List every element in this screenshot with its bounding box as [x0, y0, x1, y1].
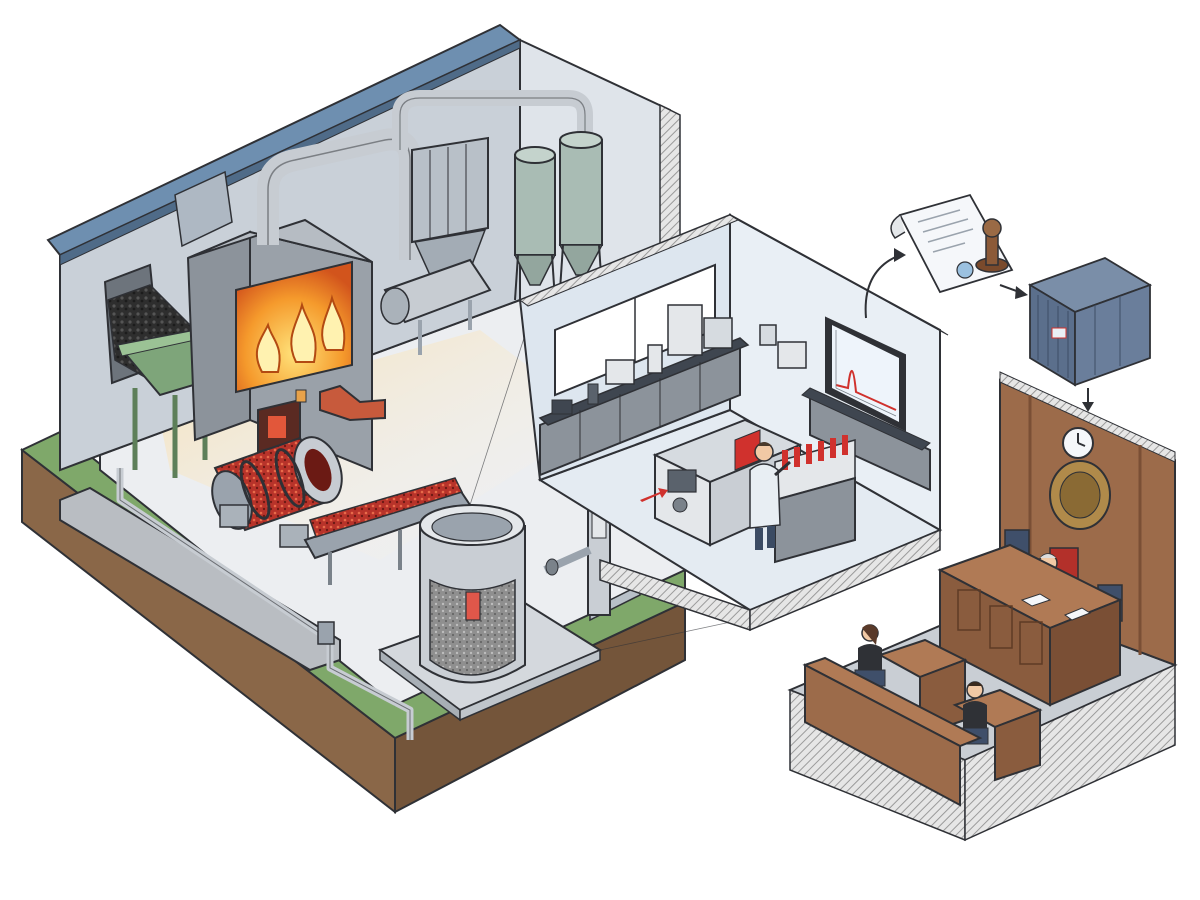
flame-icon	[256, 294, 346, 373]
ash-quench-tank	[377, 504, 603, 722]
baghouse-filter	[411, 136, 489, 244]
sample-arrow	[640, 488, 668, 502]
instrument-tower	[667, 304, 703, 356]
certification-and-export	[864, 193, 1153, 412]
court-seal-icon	[1049, 460, 1111, 530]
chromatogram-monitor	[825, 316, 906, 432]
drain-valve	[317, 621, 335, 645]
leader-line-1	[469, 334, 526, 506]
laptop	[551, 399, 573, 415]
underground-channel	[59, 486, 341, 672]
ash-outlet-pipe	[319, 384, 386, 422]
roof-vent-block	[174, 170, 233, 248]
rotary-kiln	[211, 436, 343, 548]
silo-left	[513, 146, 557, 301]
lab-base-front-right	[749, 528, 941, 632]
analyzer-small	[605, 359, 635, 385]
lab-technician	[749, 442, 791, 550]
sample-vial-rack	[774, 435, 856, 501]
clock-icon	[1062, 427, 1094, 459]
flow-arrow-lab-to-document	[864, 254, 901, 319]
shipping-container-icon	[1027, 257, 1153, 387]
silo-right	[558, 131, 604, 291]
leader-line-2	[599, 619, 741, 651]
chromatogram-peak	[835, 370, 897, 411]
flask-stand	[647, 344, 663, 374]
courtroom	[787, 371, 1178, 842]
microscope	[587, 383, 599, 405]
analysis-laboratory	[518, 213, 949, 632]
stamp-icon	[975, 218, 1009, 273]
